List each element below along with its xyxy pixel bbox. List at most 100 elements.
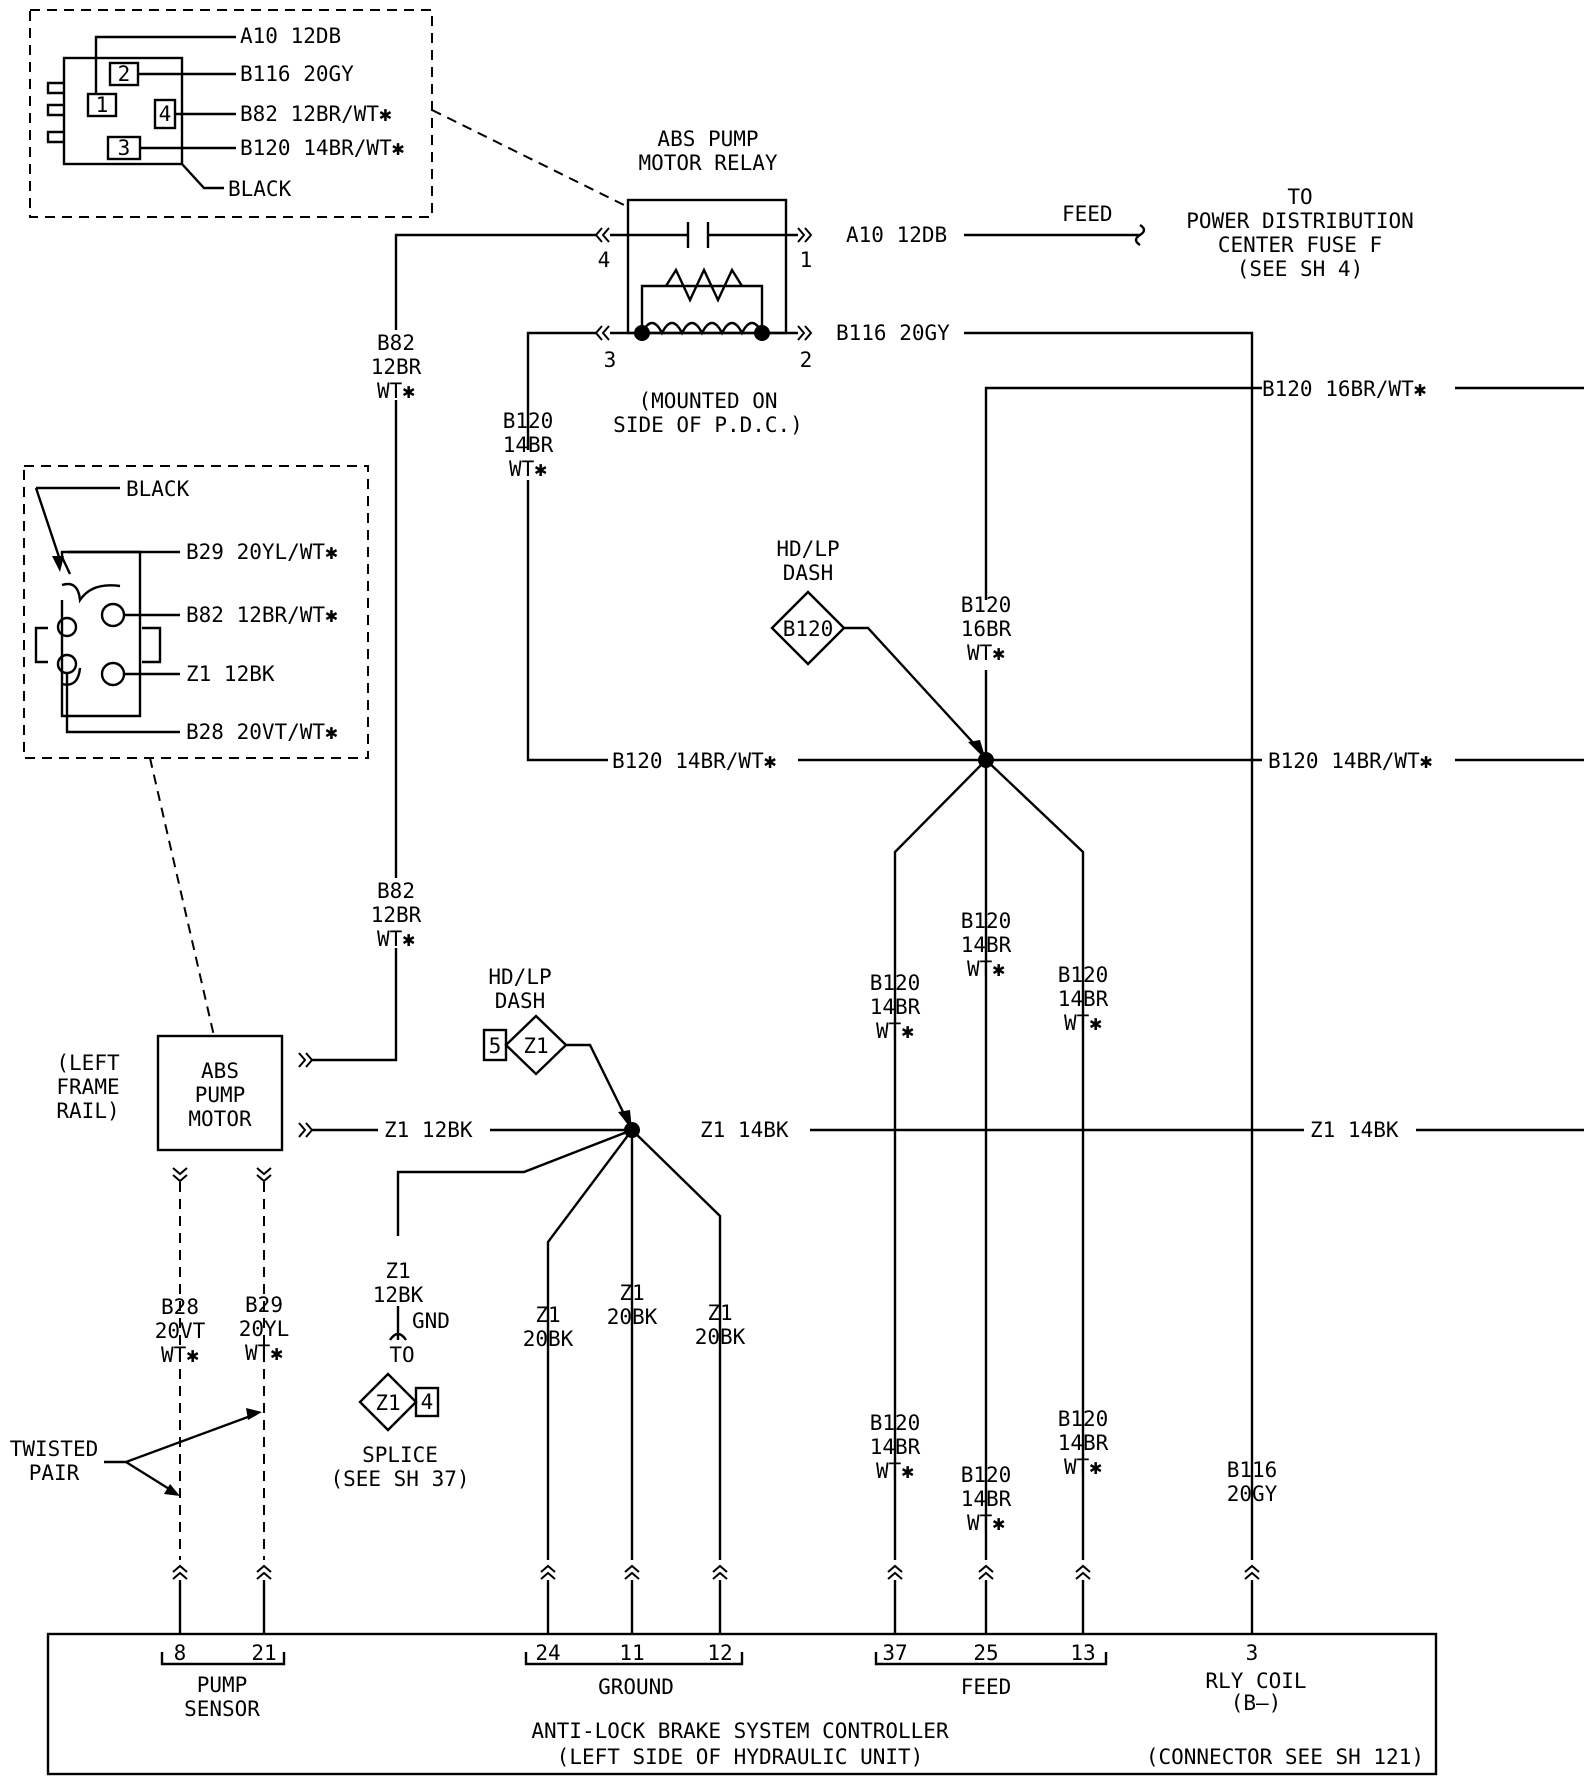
feed-label: FEED	[1062, 202, 1113, 226]
wire-b28-1: B28	[161, 1295, 199, 1319]
z1-pin11-1: Z1	[619, 1281, 644, 1305]
z1-gnd-wire-1: Z1	[385, 1259, 410, 1283]
wire-z1-12bk-label: Z1 12BK	[384, 1118, 473, 1142]
relay-inset-callout-line	[431, 109, 625, 206]
b120-pin13-3: WT✱	[1064, 1455, 1102, 1479]
relay-title-line-1: ABS PUMP	[657, 127, 758, 151]
relay-pin-3: 3	[604, 348, 617, 372]
wire-b82	[312, 233, 596, 1062]
b120-dash-splice-id: B120	[783, 617, 834, 641]
gnd-splice-label: SPLICE	[362, 1443, 438, 1467]
ctrl-pin-8: 8	[174, 1641, 187, 1665]
pump-motor-line-3: MOTOR	[188, 1107, 252, 1131]
ctrl-group-rly-coil: RLY COIL	[1205, 1669, 1306, 1693]
relay-inset-label-b82: B82 12BR/WT✱	[240, 102, 392, 126]
ground-splice-ref: GND TO Z1 4 SPLICE (SEE SH 37)	[330, 1309, 469, 1491]
abs-pump-motor-relay: ABS PUMP MOTOR RELAY 4 1 3 2 (MOUNTED ON…	[595, 127, 813, 437]
relay-pin-1: 1	[800, 248, 813, 272]
pump-motor-loc-3: RAIL)	[56, 1099, 119, 1123]
splice-b120-dash: HD/LP DASH B120	[770, 537, 986, 760]
wire-z1-14bk-mid-label: Z1 14BK	[700, 1118, 789, 1142]
ctrl-pin-11: 11	[619, 1641, 644, 1665]
ctrl-group-pump: PUMP	[197, 1673, 248, 1697]
wire-b120-relay	[526, 331, 608, 762]
b120-left-3: WT✱	[876, 1019, 914, 1043]
z1-dash-splice-id: Z1	[523, 1034, 548, 1058]
wire-b82-upper-2: 12BR	[371, 355, 422, 379]
ctrl-pin-13: 13	[1070, 1641, 1095, 1665]
z1-gnd-wire-2: 12BK	[373, 1283, 424, 1307]
relay-pin-2: 2	[800, 348, 813, 372]
motor-connector-inset: BLACK B29 20YL/WT✱ B82 12BR/WT✱ Z1 12BK …	[23, 465, 369, 759]
ctrl-connector-ref: (CONNECTOR SEE SH 121)	[1146, 1745, 1424, 1769]
wire-b120-right-label: B120 14BR/WT✱	[1268, 749, 1433, 773]
wire-b116-v-1: B116	[1227, 1458, 1278, 1482]
relay-inset-label-b116: B116 20GY	[240, 62, 354, 86]
relay-inset-color: BLACK	[228, 177, 292, 201]
wire-b29-1: B29	[245, 1293, 283, 1317]
wire-b120-16-label: B120 16BR/WT✱	[1262, 377, 1427, 401]
gnd-to: TO	[389, 1343, 414, 1367]
ctrl-group-feed: FEED	[961, 1675, 1012, 1699]
relay-mount-line-1: (MOUNTED ON	[638, 389, 777, 413]
wire-b82-upper-1: B82	[377, 331, 415, 355]
relay-mount-line-2: SIDE OF P.D.C.)	[613, 413, 803, 437]
b120-right-1: B120	[1058, 963, 1109, 987]
wire-b120-left-label: B120 14BR/WT✱	[612, 749, 777, 773]
b120-pin13-1: B120	[1058, 1407, 1109, 1431]
gnd-splice-id: Z1	[375, 1391, 400, 1415]
feed-wire-label: A10 12DB	[846, 223, 947, 247]
ctrl-pin-37: 37	[882, 1641, 907, 1665]
b120-mid-3: WT✱	[967, 957, 1005, 981]
z1-dash-five: 5	[489, 1034, 502, 1058]
b120-pin37-3: WT✱	[876, 1459, 914, 1483]
relay-inset-label-a10: A10 12DB	[240, 24, 341, 48]
wire-b29-2: 20YL	[239, 1317, 290, 1341]
motor-inset-b28: B28 20VT/WT✱	[186, 720, 338, 744]
b120-pin37-2: 14BR	[870, 1435, 921, 1459]
wire-z1-14bk-right-label: Z1 14BK	[1310, 1118, 1399, 1142]
wire-b120-relay-2: 14BR	[503, 433, 554, 457]
b120-mid-1: B120	[961, 909, 1012, 933]
z1-dash-label-2: DASH	[495, 989, 546, 1013]
relay-inset-pin-1: 1	[96, 93, 109, 117]
ctrl-pin-3: 3	[1246, 1641, 1259, 1665]
wire-b116-v-2: 20GY	[1227, 1482, 1278, 1506]
b120-right-3: WT✱	[1064, 1011, 1102, 1035]
b120-pin37-1: B120	[870, 1411, 921, 1435]
relay-connector-inset: 2 1 4 3 A10 12DB B116 20GY B82 12BR/WT✱ …	[29, 9, 433, 218]
relay-pin-4: 4	[598, 248, 611, 272]
abs-controller: 8 21 24 11 12 37 25 13 3 PUMP SENSOR GRO…	[46, 1632, 1438, 1776]
wire-b120-relay-3: WT✱	[509, 457, 547, 481]
motor-inset-color: BLACK	[126, 477, 190, 501]
splice-z1-dash: HD/LP DASH 5 Z1	[482, 965, 632, 1130]
abs-pump-motor: ABS PUMP MOTOR (LEFT FRAME RAIL)	[56, 1034, 313, 1182]
controller-connector-chevrons	[172, 1565, 1260, 1580]
ctrl-group-ground: GROUND	[598, 1675, 674, 1699]
motor-inset-b29: B29 20YL/WT✱	[186, 540, 338, 564]
b120-dash-label-2: DASH	[783, 561, 834, 585]
ctrl-title-1: ANTI-LOCK BRAKE SYSTEM CONTROLLER	[531, 1719, 949, 1743]
wire-z1-fanout	[396, 1128, 722, 1560]
pump-motor-loc-2: FRAME	[56, 1075, 119, 1099]
pump-motor-line-1: ABS	[201, 1059, 239, 1083]
wire-b120-relay-1: B120	[503, 409, 554, 433]
b120-pin25-3: WT✱	[967, 1511, 1005, 1535]
wire-b28-2: 20VT	[155, 1319, 206, 1343]
z1-pin11-2: 20BK	[607, 1305, 658, 1329]
pump-motor-loc-1: (LEFT	[56, 1051, 120, 1075]
b120-dash-label-1: HD/LP	[776, 537, 839, 561]
ctrl-pin-24: 24	[535, 1641, 560, 1665]
wire-sensor-pair	[179, 1182, 265, 1560]
ctrl-title-2: (LEFT SIDE OF HYDRAULIC UNIT)	[557, 1745, 924, 1769]
feed-to-line-4: (SEE SH 4)	[1237, 257, 1363, 281]
wire-b120-feed-fanout	[893, 759, 1085, 1560]
ctrl-group-sensor: SENSOR	[184, 1697, 260, 1721]
feed-to-line-2: POWER DISTRIBUTION	[1186, 209, 1414, 233]
wire-b120-16-v-1: B120	[961, 593, 1012, 617]
ctrl-pin-12: 12	[707, 1641, 732, 1665]
b120-pin25-2: 14BR	[961, 1487, 1012, 1511]
wire-b120-16-v-3: WT✱	[967, 641, 1005, 665]
wire-b116-label: B116 20GY	[836, 321, 950, 345]
